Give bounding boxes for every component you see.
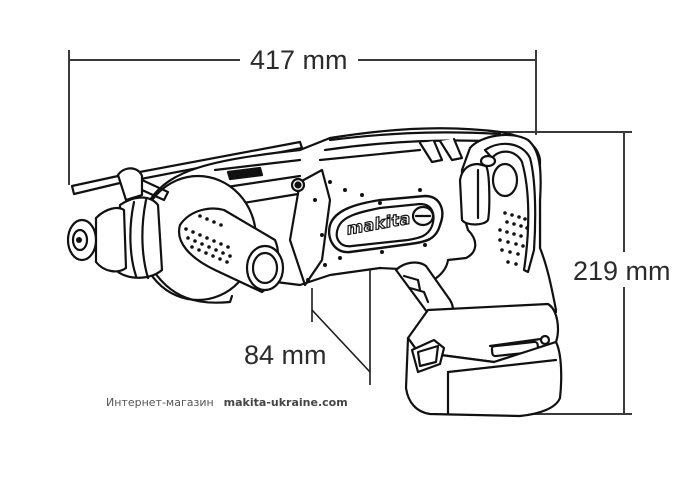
trigger xyxy=(458,162,491,226)
height-dimension-label: 219 mm xyxy=(573,256,671,287)
length-dimension-lines xyxy=(68,50,537,185)
side-grip-dots xyxy=(184,214,232,264)
watermark: Интернет-магазин makita-ukraine.com xyxy=(106,396,348,409)
watermark-site: makita-ukraine.com xyxy=(223,396,348,409)
watermark-prefix: Интернет-магазин xyxy=(106,396,214,409)
width-dimension-label: 84 mm xyxy=(244,340,327,370)
length-dimension-label: 417 mm xyxy=(244,47,354,74)
chuck-body xyxy=(116,196,164,279)
width-dimension-lines xyxy=(311,252,371,385)
drill-outline xyxy=(66,127,563,418)
battery-pack xyxy=(404,336,563,418)
height-dimension-lines xyxy=(490,131,632,415)
depth-rod-clamp xyxy=(116,167,144,202)
grip-dots xyxy=(498,211,529,266)
